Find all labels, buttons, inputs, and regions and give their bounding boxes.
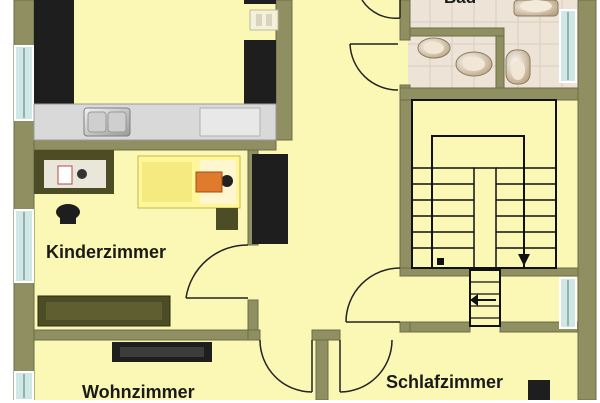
bath-inner-wall-right — [495, 29, 505, 89]
hall-wall-bottom-b — [311, 329, 341, 341]
room-label-schlafzimmer: Schlafzimmer — [386, 372, 504, 392]
kitchen-cabinet-left — [34, 0, 74, 104]
stair-stringer-inner — [473, 167, 497, 269]
kitchen-shelf-top — [244, 0, 276, 4]
door-bath-inner-arc — [349, 43, 399, 91]
room-label-wohnzimmer: Wohnzimmer — [82, 382, 195, 402]
kitchen-stove — [199, 107, 261, 137]
kitchen-cabinet-right — [244, 40, 276, 104]
door-bath-arc — [361, 0, 401, 19]
door-stair-arc — [345, 267, 401, 323]
bath-inner-wall-top — [409, 27, 505, 37]
room-label-kinderzimmer: Kinderzimmer — [46, 242, 167, 262]
outside-left — [0, 0, 14, 400]
kitchen-wall-bottom — [33, 139, 277, 151]
hall-wall-bottom-a — [247, 329, 261, 341]
door-wohnzimmer-arc — [259, 339, 313, 393]
chair-kinderzimmer — [56, 204, 80, 220]
stair-marker-left — [437, 258, 444, 265]
stair-wall-left — [399, 99, 413, 269]
room-label-bad: Bad — [444, 0, 476, 8]
nightstand — [216, 208, 238, 230]
bedroom-wall-left — [399, 321, 411, 333]
door-schlafzimmer-arc — [339, 339, 393, 393]
stair-treads — [412, 167, 556, 249]
wohnzimmer-wall-right — [315, 339, 329, 400]
wardrobe-kinderzimmer — [252, 154, 288, 244]
kinderzimmer-wall-bottom — [33, 329, 249, 341]
furniture-schlafzimmer — [528, 380, 550, 400]
bath-wall-left-top — [399, 0, 411, 41]
bath-wall-bottom — [399, 87, 579, 101]
door-kinderzimmer-arc — [185, 244, 249, 299]
kitchen-shelf-box — [249, 9, 279, 31]
outer-wall-right — [577, 0, 597, 400]
